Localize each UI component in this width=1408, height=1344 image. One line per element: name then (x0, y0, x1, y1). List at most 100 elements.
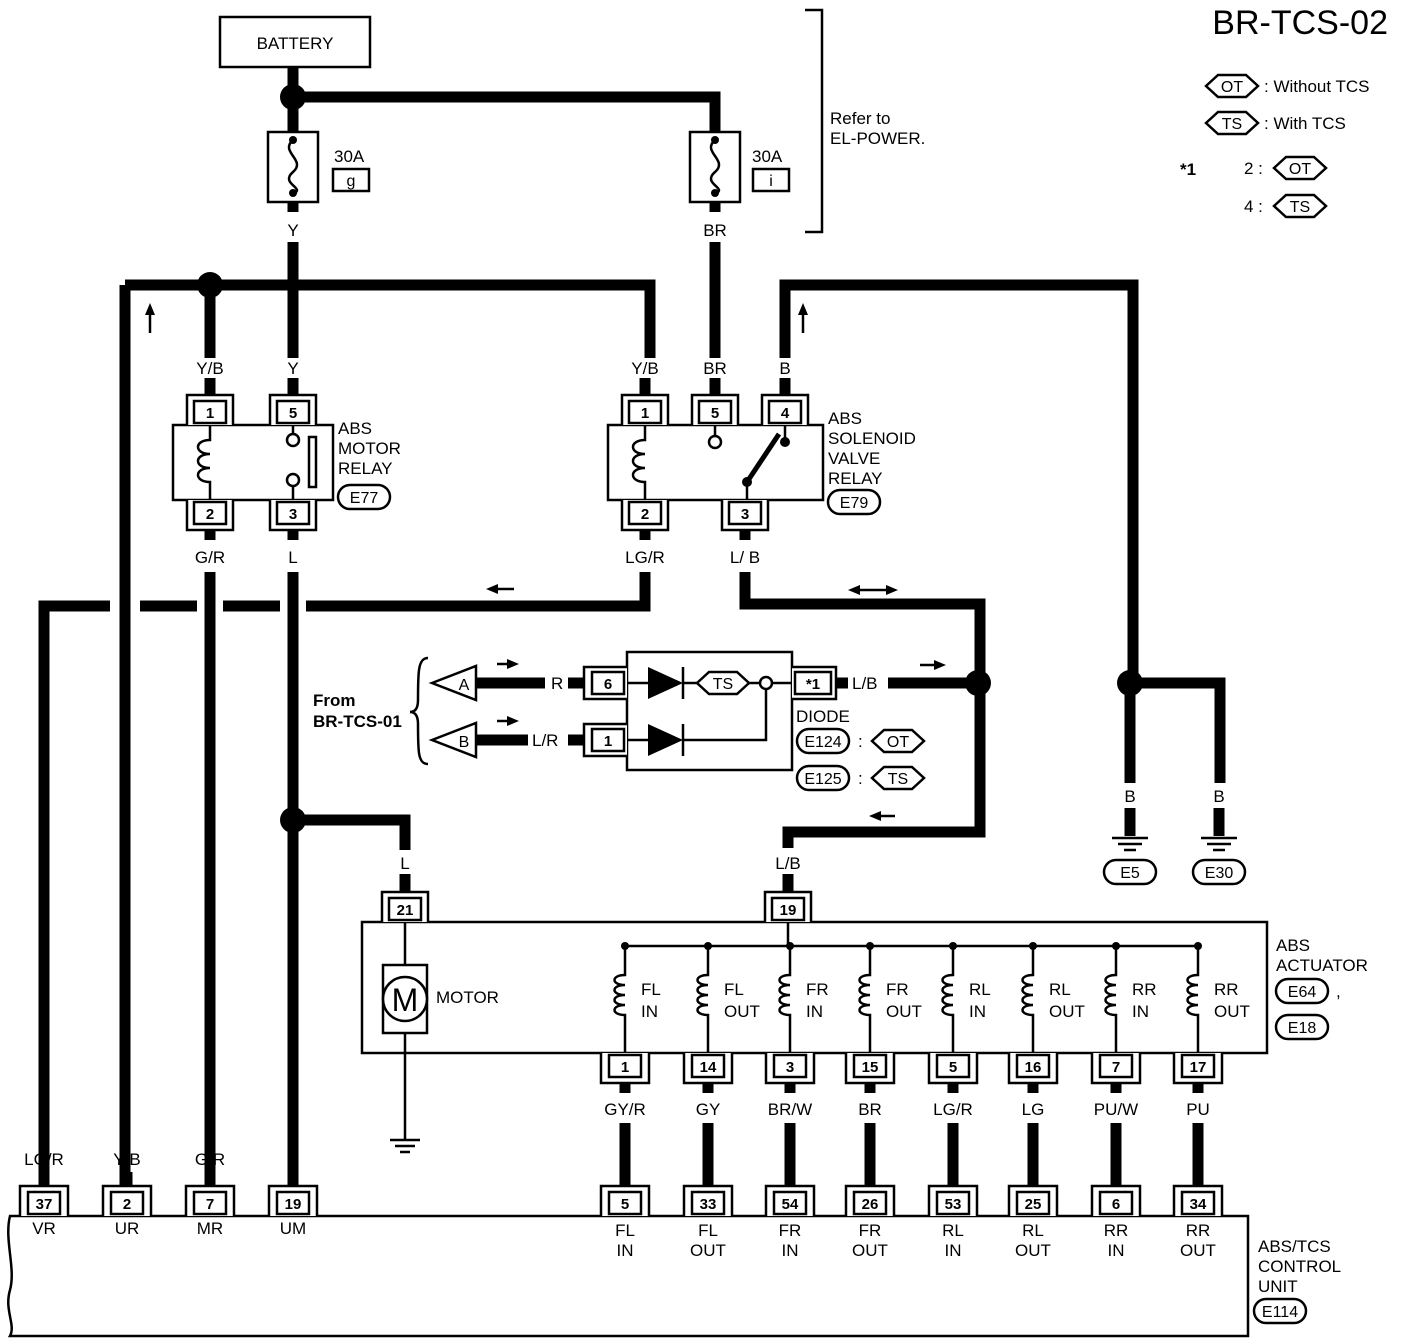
solenoid-pin-4: 5 (949, 1059, 957, 1076)
arrow-left-lgr (486, 584, 498, 594)
solenoid-coil-5 (1021, 946, 1035, 1053)
wire-label-lb-2: L/B (852, 674, 878, 693)
actuator-conn-e18-badge (1274, 1013, 1330, 1041)
wire-label-lb-common: L/B (775, 854, 801, 873)
ecu-right-label1-0: FL (615, 1221, 635, 1240)
sr-pin3-box (727, 500, 763, 526)
fuse-g-id: g (347, 173, 356, 190)
diode-ts-badge-shape-2 (870, 765, 926, 791)
wire-lgr-a (306, 572, 651, 612)
solenoid-wire-color-0: GY/R (604, 1100, 646, 1119)
arrow-up-right (798, 303, 808, 315)
solenoid-pin-6: 7 (1112, 1059, 1120, 1076)
wire-label-r: R (551, 674, 563, 693)
ecu-right-pin-1: 33 (700, 1196, 717, 1213)
arrow-both-lb-left (848, 585, 860, 595)
solenoid-relay-contact-no (780, 437, 790, 447)
ecu-left-label-1: UR (115, 1219, 140, 1238)
solenoid-relay-name-4: RELAY (828, 469, 883, 488)
ground-e30-wire: B (1213, 787, 1224, 806)
ground-e5-wire: B (1124, 787, 1135, 806)
solenoid-label2-3: OUT (886, 1002, 922, 1021)
diode-bottom-symbol (648, 724, 683, 756)
wire-label-y-top: Y (287, 221, 298, 240)
solenoid-relay-pin-5: 5 (711, 405, 719, 422)
motor-relay-pin-5: 5 (289, 405, 297, 422)
ground-e5-id: E5 (1120, 865, 1140, 882)
ecu-right-label2-3: OUT (852, 1241, 888, 1260)
solenoid-label2-7: OUT (1214, 1002, 1250, 1021)
diode-conn-ot-badge (795, 727, 851, 755)
diode-ts-badge-2: TS (888, 771, 908, 788)
diode-pin-x: *1 (806, 676, 820, 693)
solenoid-coil-4 (941, 946, 955, 1053)
solenoid-pin-box-1 (690, 1053, 726, 1079)
actuator-pin-19: 19 (780, 902, 797, 919)
sr-pin2-box (627, 500, 663, 526)
wire-label-lb-1: L/ B (730, 548, 760, 567)
diode-conn-ts: E125 (804, 771, 841, 788)
solenoid-label2-4: IN (969, 1002, 986, 1021)
ecu-left-pin-box-2 (192, 1190, 228, 1216)
solenoid-label2-5: OUT (1049, 1002, 1085, 1021)
from-line2: BR-TCS-01 (313, 712, 402, 731)
ecu-right-pin-box-0 (607, 1190, 643, 1216)
ecu-right-label2-6: IN (1108, 1241, 1125, 1260)
solenoid-label1-1: FL (724, 980, 744, 999)
solenoid-pin-box-2 (772, 1053, 808, 1079)
ecu-left-pin-0: 37 (36, 1196, 53, 1213)
arrow-right-r (507, 659, 519, 669)
diode-sep-ot: : (858, 732, 863, 751)
solenoid-pin-2: 3 (786, 1059, 794, 1076)
solenoid-relay-pin-2: 2 (641, 506, 649, 523)
ts-badge-shape (1204, 110, 1260, 136)
solenoid-relay-pin-1: 1 (641, 405, 649, 422)
ecu-right-label2-5: OUT (1015, 1241, 1051, 1260)
motor-relay-coil (196, 425, 212, 500)
legend-note-ot-value: 2 : (1244, 159, 1263, 178)
motor-symbol: M (392, 982, 419, 1018)
ecu-left-label-3: UM (280, 1219, 306, 1238)
wire-l-motor (293, 814, 411, 850)
solenoid-label1-5: RL (1049, 980, 1071, 999)
ecu-left-label-0: VR (32, 1219, 56, 1238)
note-ts-badge: TS (1290, 199, 1310, 216)
ecu-right-pin-box-3 (852, 1190, 888, 1216)
fuse-g-dot-top (289, 136, 297, 144)
ecu-right-pin-box-7 (1180, 1190, 1216, 1216)
ecu-name-3: UNIT (1258, 1277, 1298, 1296)
ecu-right-pin-3: 26 (862, 1196, 879, 1213)
diode-pin-1: 1 (604, 733, 612, 750)
ecu-right-label1-2: FR (779, 1221, 802, 1240)
wire-label-lgr: LG/R (625, 548, 665, 567)
legend: OT : Without TCS TS : With TCS *1 2 : OT… (1180, 73, 1370, 219)
ground-e30-badge (1191, 858, 1247, 886)
wire-yb-bus (125, 279, 656, 358)
ecu-right-label1-4: RL (942, 1221, 964, 1240)
note-ot-badge-shape (1272, 155, 1328, 181)
ecu-right-pin-0: 5 (621, 1196, 629, 1213)
ecu-right-label1-6: RR (1104, 1221, 1129, 1240)
diode-pin-6: 6 (604, 676, 612, 693)
ecu-right-pin-box-1 (690, 1190, 726, 1216)
solenoid-pin-box-4 (935, 1053, 971, 1079)
solenoid-relay-name-3: VALVE (828, 449, 880, 468)
fuse-i-dot-bottom (711, 189, 719, 197)
solenoid-pin-1: 14 (700, 1059, 717, 1076)
fuse-g-id-box (331, 167, 371, 193)
solenoid-relay-contact-nc (707, 434, 723, 450)
motor-relay-pin-3: 3 (289, 506, 297, 523)
ecu-right-label1-5: RL (1022, 1221, 1044, 1240)
ground-e5-badge (1102, 858, 1158, 886)
ecu-right-pin-7: 34 (1190, 1196, 1207, 1213)
solenoid-relay-coil (631, 425, 647, 500)
solenoid-label1-3: FR (886, 980, 909, 999)
wire-label-br-top: BR (703, 221, 727, 240)
mr-pin5-box (275, 399, 311, 425)
mr-pin1-box (192, 399, 228, 425)
wire-b-ground (779, 279, 1139, 683)
diode-open-terminal (758, 675, 774, 691)
fuse-g-rating: 30A (334, 147, 365, 166)
